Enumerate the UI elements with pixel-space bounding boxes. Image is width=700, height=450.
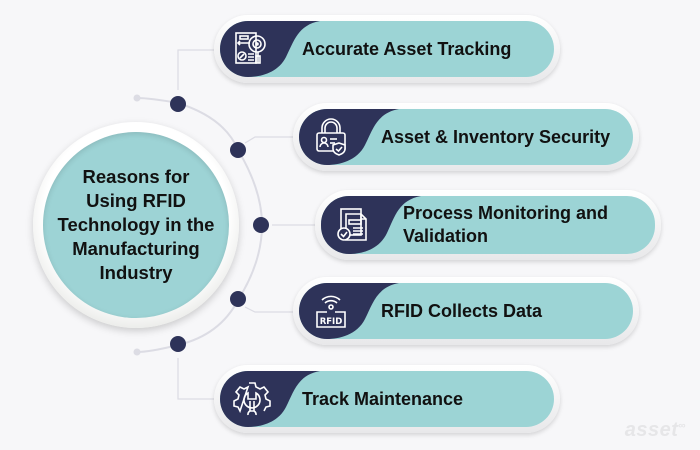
branch-line-1 (177, 49, 214, 90)
reason-card-body: Track Maintenance (220, 371, 554, 427)
watermark-text: asset (624, 419, 679, 441)
reason-card-rfid-collects-data: RFID RFID Collects Data (293, 277, 639, 345)
arc-end-bottom (133, 348, 141, 356)
reason-card-body: Accurate Asset Tracking (220, 21, 554, 77)
watermark-logo: asset∞ (625, 419, 686, 442)
center-hub-fill: Reasons for Using RFID Technology in the… (43, 132, 229, 318)
branch-line-5 (177, 358, 214, 400)
connector-dot-3 (253, 217, 269, 233)
reason-card-accurate-asset-tracking: Accurate Asset Tracking (214, 15, 560, 83)
reason-label: Track Maintenance (302, 388, 464, 409)
reason-label: Process Monitoring and Validation (403, 203, 609, 246)
reason-card-body: Asset & Inventory Security (299, 109, 633, 165)
center-hub: Reasons for Using RFID Technology in the… (33, 122, 239, 328)
svg-text:RFID: RFID (320, 317, 343, 327)
watermark-mark: ∞ (678, 420, 686, 432)
connector-dot-1 (170, 96, 186, 112)
gear-wrench-icon (233, 382, 271, 416)
arc-end-top (133, 94, 141, 102)
branch-line-2 (244, 136, 293, 144)
documents-checkmark-icon (337, 208, 367, 241)
reason-label: RFID Collects Data (381, 300, 543, 321)
reason-card-body: Process Monitoring and Validation (321, 196, 655, 254)
reason-card-process-monitoring: Process Monitoring and Validation (315, 190, 661, 260)
center-title: Reasons for Using RFID Technology in the… (57, 166, 215, 283)
reason-label: Asset & Inventory Security (381, 126, 611, 147)
connector-dot-5 (170, 336, 186, 352)
navy-accent (220, 371, 320, 427)
target-document-magnifier-icon (235, 32, 266, 64)
connector-dot-4 (230, 291, 246, 307)
reason-card-track-maintenance: Track Maintenance (214, 365, 560, 433)
branch-line-4 (244, 306, 293, 313)
reason-card-asset-inventory-security: Asset & Inventory Security (293, 103, 639, 171)
padlock-id-shield-icon (316, 118, 346, 156)
rfid-tag-signal-icon: RFID (316, 295, 346, 328)
reason-label: Accurate Asset Tracking (302, 38, 512, 59)
navy-accent (299, 283, 399, 339)
reason-card-body: RFID RFID Collects Data (299, 283, 633, 339)
connector-dot-2 (230, 142, 246, 158)
